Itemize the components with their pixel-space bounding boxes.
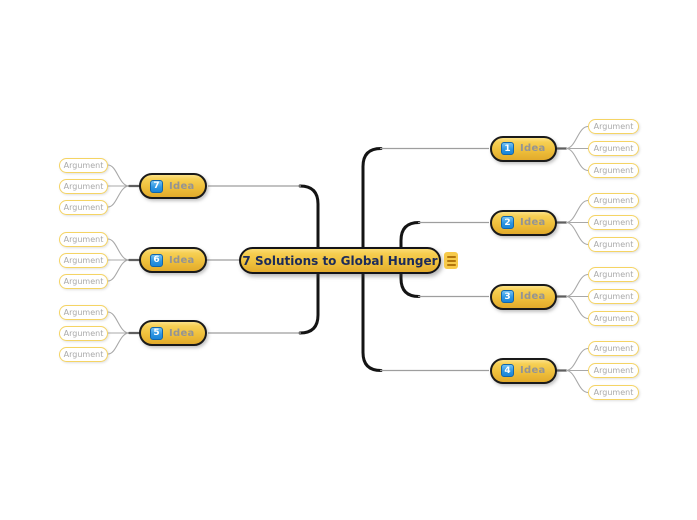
argument-node[interactable]: Argument [588,141,639,156]
argument-node[interactable]: Argument [59,178,108,194]
argument-line [107,185,130,208]
argument-node[interactable]: Argument [588,289,639,304]
idea-node-3[interactable]: 3 Idea [490,283,557,310]
argument-line [565,273,589,298]
idea-label: Idea [520,291,546,302]
hamburger-bar [446,259,456,262]
argument-node[interactable]: Argument [59,252,108,268]
idea-number-badge: 3 [501,290,514,303]
argument-node[interactable]: Argument [588,267,639,282]
argument-node[interactable]: Argument [588,193,639,208]
idea-number-badge: 2 [501,216,514,229]
idea-label: Idea [169,254,195,266]
argument-line [107,259,130,282]
idea-node-4[interactable]: 4 Idea [490,357,557,384]
argument-line [565,369,589,394]
argument-line [565,125,589,150]
idea-label: Idea [169,180,195,192]
idea-number-badge: 6 [150,253,163,267]
argument-node[interactable]: Argument [588,215,639,230]
argument-node[interactable]: Argument [59,325,108,341]
argument-node[interactable]: Argument [59,157,108,173]
idea-number-badge: 4 [501,364,514,377]
argument-line [107,311,130,334]
idea-label: Idea [520,143,546,154]
hamburger-bar [446,263,456,266]
idea-node-5[interactable]: 5 Idea [139,320,207,346]
argument-node[interactable]: Argument [59,346,108,362]
argument-node[interactable]: Argument [588,363,639,378]
idea-label: Idea [169,327,195,339]
argument-node[interactable]: Argument [588,119,639,134]
idea-node-1[interactable]: 1 Idea [490,135,557,162]
idea-number-badge: 5 [150,326,163,340]
argument-line [107,164,130,187]
argument-line [565,147,589,172]
argument-node[interactable]: Argument [588,341,639,356]
argument-node[interactable]: Argument [59,199,108,215]
argument-node[interactable]: Argument [588,385,639,400]
idea-node-7[interactable]: 7 Idea [139,173,207,199]
argument-line [565,347,589,372]
idea-number-badge: 7 [150,179,163,193]
argument-node[interactable]: Argument [588,163,639,178]
argument-line [565,295,589,320]
argument-line [565,221,589,246]
idea-number-badge: 1 [501,142,514,155]
argument-node[interactable]: Argument [588,311,639,326]
argument-line [565,199,589,224]
argument-node[interactable]: Argument [588,237,639,252]
hamburger-menu-icon[interactable] [444,252,458,269]
argument-node[interactable]: Argument [59,231,108,247]
argument-line [107,238,130,261]
argument-line [107,332,130,355]
idea-node-2[interactable]: 2 Idea [490,209,557,236]
argument-node[interactable]: Argument [59,273,108,289]
idea-label: Idea [520,365,546,376]
idea-label: Idea [520,217,546,228]
idea-node-6[interactable]: 6 Idea [139,247,207,273]
hamburger-bar [446,255,456,258]
central-topic-node[interactable]: 7 Solutions to Global Hunger [239,247,441,274]
argument-node[interactable]: Argument [59,304,108,320]
